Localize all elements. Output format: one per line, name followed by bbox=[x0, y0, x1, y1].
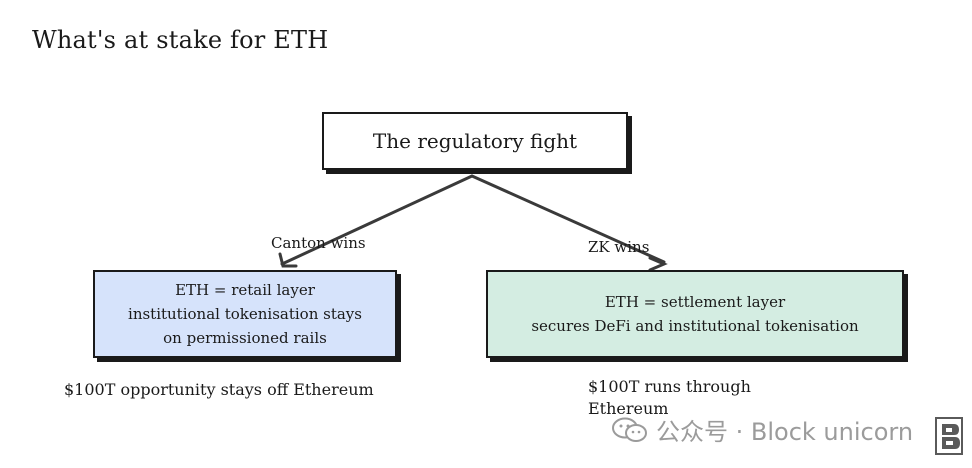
retail-layer-node: ETH = retail layer institutional tokenis… bbox=[93, 270, 397, 358]
arrowhead-right bbox=[648, 256, 668, 272]
node-line: ETH = settlement layer bbox=[604, 293, 786, 311]
node-line: ETH = retail layer bbox=[175, 281, 315, 299]
node-line: secures DeFi and institutional tokenisat… bbox=[531, 317, 859, 335]
watermark: 公众号 · Block unicorn bbox=[612, 412, 913, 447]
block-unicorn-logo-icon bbox=[935, 417, 963, 455]
outcome-canton: $100T opportunity stays off Ethereum bbox=[64, 380, 374, 399]
wechat-icon bbox=[612, 417, 647, 442]
edge-canton bbox=[280, 174, 474, 266]
root-node-label: The regulatory fight bbox=[372, 129, 578, 153]
root-node: The regulatory fight bbox=[322, 112, 628, 170]
outcome-zk: $100T runs through Ethereum bbox=[588, 377, 751, 418]
arrowhead-left bbox=[278, 252, 298, 268]
node-line: institutional tokenisation stays bbox=[128, 305, 362, 323]
settlement-layer-node: ETH = settlement layer secures DeFi and … bbox=[486, 270, 904, 358]
edge-zk bbox=[470, 174, 666, 264]
edge-label-zk: ZK wins bbox=[588, 238, 650, 256]
edge-label-canton: Canton wins bbox=[271, 234, 366, 252]
page-title: What's at stake for ETH bbox=[32, 26, 329, 54]
node-line: on permissioned rails bbox=[163, 329, 327, 347]
watermark-text: 公众号 · Block unicorn bbox=[656, 418, 914, 446]
